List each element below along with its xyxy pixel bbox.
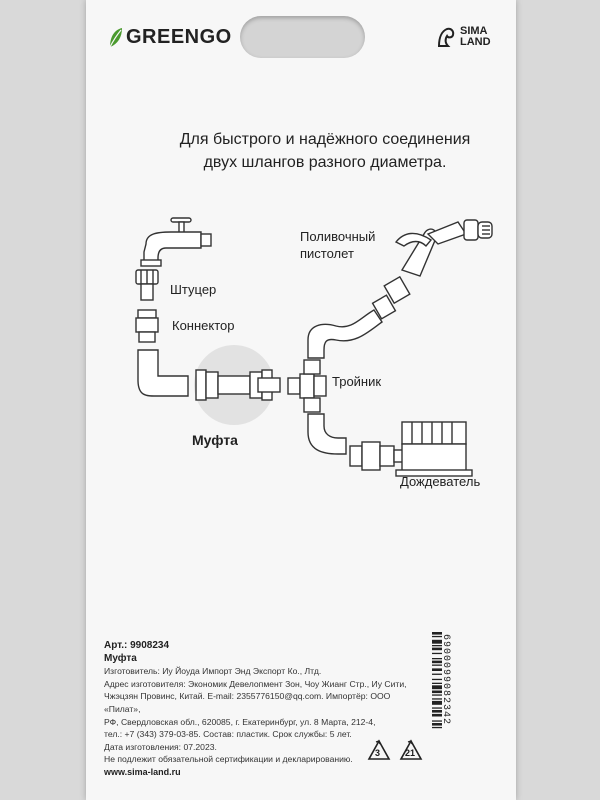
lead-line1: Для быстрого и надёжного соединения [179,131,471,148]
brand-name: GREENGO [126,26,232,48]
hose-lower [307,413,347,455]
info-line: тел.: +7 (343) 379-03-85. Состав: пласти… [104,729,352,740]
label-konnektor: Коннектор [172,318,235,333]
sima-bird-icon [437,27,455,47]
label-dozhdevatel: Дождеватель [400,474,481,489]
vendor-line1: SIMA [460,25,488,37]
faucet-icon [140,217,212,267]
product-name: Муфта [104,652,137,664]
barcode-digits: 6900099082342 [440,634,451,726]
label-mufta: Муфта [192,432,238,448]
vendor-logo: SIMA LAND [436,26,491,48]
spray-gun-icon [394,219,493,277]
hose-upper [307,309,383,359]
label-pistolet-line2: пистолет [300,246,354,261]
product-info: Арт.: 9908234 Муфта Изготовитель: Иу Йоу… [104,640,424,779]
leaf-icon [109,27,122,47]
recycle-icon [399,739,423,760]
label-pistolet-line1: Поливочный [300,229,376,244]
recycle-mark-left: 3 [366,738,392,769]
label-troynik: Тройник [332,374,382,389]
hang-hole [240,16,365,58]
info-line: Адрес изготовителя: Экономик Девелопмент… [104,678,407,689]
label-shtutser: Штуцер [170,282,217,297]
shtutser-icon [135,269,159,301]
connection-diagram [135,217,493,477]
brand-logo: GREENGO [108,26,232,49]
hose-left [137,349,189,397]
recycle-mark-right: 21 [398,738,424,769]
lead-text: Для быстрого и надёжного соединения двух… [150,128,500,174]
vendor-line2: LAND [460,36,491,48]
article-number: Арт.: 9908234 [104,640,170,651]
recycle-code-right: 21 [405,748,416,758]
info-line: Изготовитель: Иу Йоуда Импорт Энд Экспор… [104,666,322,677]
info-line: Чжэцзян Провинс, Китай. E-mail: 23557761… [104,691,391,714]
recycle-icon [367,739,391,760]
gun-connector-icon [371,275,411,320]
hose-segment [257,377,281,393]
konnektor-icon [135,309,159,343]
info-line: РФ, Свердловская обл., 620085, г. Екатер… [104,716,376,727]
info-line: Не подлежит обязательной сертификации и … [104,754,353,765]
website-url: www.sima-land.ru [104,766,181,777]
info-line: Дата изготовления: 07.2023. [104,741,217,752]
recycle-code-left: 3 [375,748,381,758]
label-pistolet: Поливочный пистолет [300,228,375,262]
packaging-card [86,0,516,800]
barcode-graphic [432,632,442,729]
sprinkler-icon [395,421,473,477]
troynik-icon [287,359,327,413]
lead-line2: двух шлангов разного диаметра. [203,154,447,171]
sprinkler-connector-icon [349,441,405,471]
